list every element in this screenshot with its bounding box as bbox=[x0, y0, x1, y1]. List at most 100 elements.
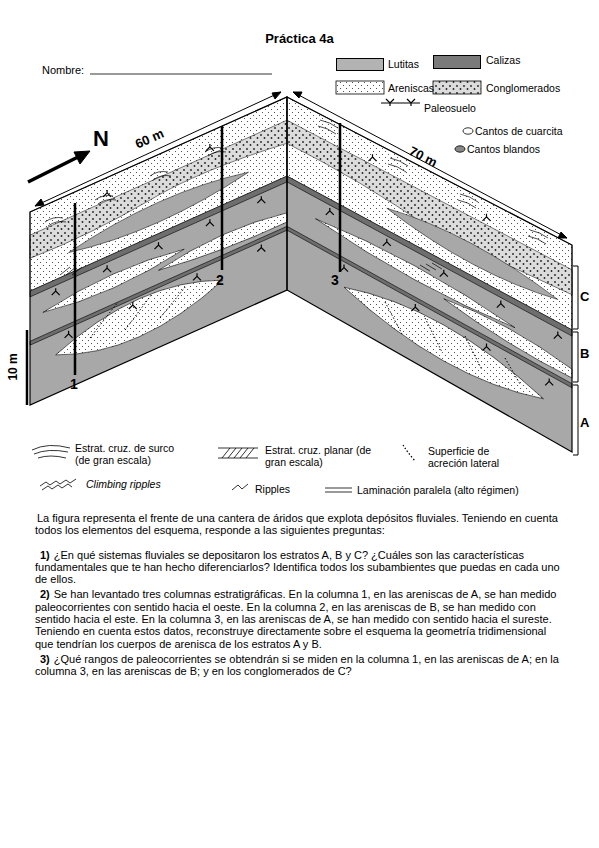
question-paragraph: 1)¿En qué sistemas fluviales se deposita… bbox=[35, 549, 565, 586]
unit-bracket-part bbox=[573, 332, 578, 382]
legend-label: Estrat. cruz. de surco (de gran escala) bbox=[75, 442, 190, 466]
scale-bar bbox=[26, 330, 29, 405]
dimension-arrow-part bbox=[293, 92, 567, 238]
paleosol-symbol-part bbox=[497, 301, 505, 308]
paleosol-symbol-part bbox=[369, 154, 377, 161]
mudstone-fill-part bbox=[30, 97, 287, 405]
paleosol-symbol-part bbox=[206, 219, 214, 226]
legend-symbol-part bbox=[40, 479, 76, 490]
legend-symbol-part bbox=[32, 445, 70, 458]
paleosol-symbol-part bbox=[411, 304, 419, 311]
dimension-arrow-part bbox=[558, 232, 567, 238]
block-outline-part bbox=[287, 97, 572, 452]
question-text: Se han levantado tres columnas estratigr… bbox=[35, 588, 556, 649]
paleosol-symbol-part bbox=[554, 332, 562, 339]
legend-label: Climbing ripples bbox=[86, 478, 161, 490]
intro-paragraph: La figura representa el frente de una ca… bbox=[35, 512, 565, 537]
legend-swatch bbox=[336, 81, 481, 152]
cross-bedding-part bbox=[150, 172, 171, 181]
paleosol-symbol-part bbox=[206, 144, 214, 151]
stratigraphic-column-line-part bbox=[74, 203, 77, 375]
block-outline-part bbox=[30, 97, 287, 405]
paleosol-symbol-part bbox=[257, 196, 265, 203]
legend-label: Lutitas bbox=[388, 58, 419, 70]
unit-label: C bbox=[580, 290, 589, 305]
unit-bracket-part bbox=[573, 266, 578, 329]
north-arrow-part bbox=[28, 156, 80, 182]
north-arrow bbox=[28, 151, 90, 182]
legend-swatch bbox=[433, 55, 481, 69]
dimension-arrow-part bbox=[293, 92, 302, 98]
lateral-accretion-part bbox=[425, 318, 442, 352]
legend-label: Conglomerados bbox=[486, 82, 560, 94]
legend-swatch bbox=[336, 58, 384, 71]
paleosol-symbol bbox=[52, 144, 562, 386]
cross-bedding-part bbox=[95, 196, 116, 205]
paleosol-symbol-part bbox=[155, 242, 163, 249]
paleosol-symbol-part bbox=[129, 302, 137, 309]
sandstone-c-part bbox=[287, 97, 572, 330]
sandstone-lens-a-part bbox=[344, 287, 544, 399]
paleosol-symbol-part bbox=[193, 273, 201, 280]
question-number: 1) bbox=[40, 549, 50, 561]
mud-lens-c-part bbox=[387, 208, 558, 299]
paleosol-symbol-part bbox=[383, 239, 391, 246]
legend-swatch-part bbox=[407, 99, 415, 106]
name-label: Nombre: bbox=[42, 64, 84, 77]
callout-number: 3 bbox=[331, 272, 339, 288]
legend-swatch-part bbox=[455, 146, 465, 152]
mudstone-fill-part bbox=[287, 97, 572, 452]
scale-label: 10 m bbox=[7, 353, 21, 380]
unit-bracket-part bbox=[573, 385, 578, 455]
legend-label: Cantos blandos bbox=[467, 143, 540, 155]
dimension-arrow-part bbox=[35, 92, 281, 206]
cross-bedding bbox=[45, 120, 548, 275]
lateral-accretion-part bbox=[160, 286, 186, 318]
callout-number: 1 bbox=[70, 376, 78, 392]
question-text: ¿Qué rangos de paleocorrientes se obtend… bbox=[35, 653, 559, 677]
legend-label: Areniscas bbox=[388, 82, 434, 94]
dimension-arrow-part bbox=[35, 199, 44, 206]
stratigraphic-column-line-part bbox=[339, 123, 342, 272]
legend-symbol-part bbox=[232, 484, 248, 490]
lateral-accretion-part bbox=[125, 294, 152, 330]
cross-bedding-part bbox=[420, 263, 442, 271]
dimension-arrow bbox=[35, 92, 567, 238]
paleosol-symbol-part bbox=[483, 344, 491, 351]
legend-label: Cantos de cuarcita bbox=[475, 125, 563, 137]
paleosol-symbol-part bbox=[65, 331, 73, 338]
stratigraphic-column-line bbox=[75, 123, 340, 375]
sandstone-c bbox=[30, 97, 572, 330]
lateral-accretion-part bbox=[465, 336, 482, 370]
paleosol-symbol-part bbox=[326, 208, 334, 215]
intro-text: La figura representa el frente de una ca… bbox=[35, 512, 558, 536]
legend-label: Paleosuelo bbox=[424, 102, 476, 114]
sandstone-lens-b bbox=[43, 213, 572, 378]
mudstone-fill bbox=[30, 97, 572, 452]
paleosol-symbol-part bbox=[545, 378, 553, 385]
page-title: Práctica 4a bbox=[0, 32, 599, 47]
legend-swatch-part bbox=[381, 102, 420, 103]
question-number: 2) bbox=[40, 588, 50, 600]
limestone-band-part bbox=[287, 226, 572, 387]
legend-label: Calizas bbox=[486, 54, 520, 66]
lateral-accretion-part bbox=[385, 302, 402, 334]
cross-bedding-part bbox=[60, 267, 82, 275]
question-paragraph: 2)Se han levantado tres columnas estrati… bbox=[35, 588, 565, 649]
question-number: 3) bbox=[40, 653, 50, 665]
paleosol-symbol-part bbox=[440, 270, 448, 277]
paleosol-symbol-part bbox=[103, 190, 111, 197]
legend-symbol-part bbox=[403, 445, 415, 461]
legend-label: Superficie de acreción lateral bbox=[428, 445, 516, 469]
legend-swatch-part bbox=[433, 81, 481, 94]
legend-swatch-part bbox=[463, 128, 473, 134]
legend-label: Ripples bbox=[255, 483, 290, 495]
lateral-accretion-part bbox=[90, 302, 118, 338]
north-label: N bbox=[93, 126, 109, 151]
block-outline bbox=[30, 97, 572, 452]
conglomerate-c-part bbox=[287, 120, 572, 295]
legend-symbol-part bbox=[325, 488, 352, 492]
dimension-label: 60 m bbox=[133, 127, 166, 153]
dimension-arrow-part bbox=[272, 92, 281, 99]
